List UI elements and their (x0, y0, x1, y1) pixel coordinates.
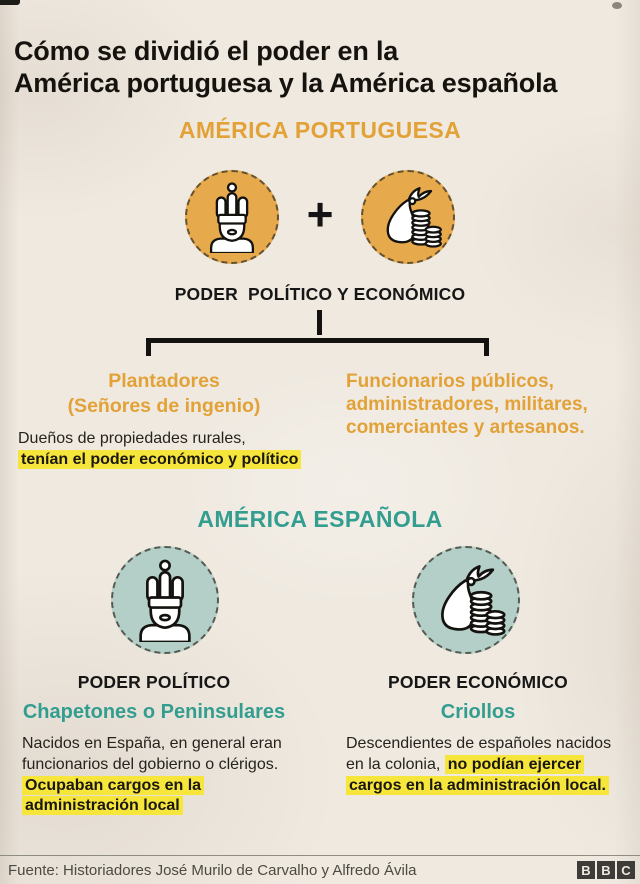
plus-sign: + (306, 188, 334, 240)
portuguese-icons-row: + (0, 170, 640, 264)
criollos-description: Descendientes de españoles nacidos en la… (346, 734, 616, 796)
texture-corner-mark (0, 0, 20, 5)
plantadores-heading: Plantadores (Señores de ingenio) (12, 369, 316, 420)
king-icon (184, 170, 279, 264)
texture-dot (612, 2, 622, 9)
political-power-label: PODER POLÍTICO (77, 672, 231, 692)
page-title-line2: América portuguesa y la América española (14, 67, 558, 98)
page-title-line1: Cómo se dividió el poder en la (14, 36, 399, 67)
portuguese-left-column: Plantadores (Señores de ingenio) Dueños … (12, 369, 316, 471)
chapetones-description-normal: Nacidos en España, en general eran funci… (22, 735, 282, 773)
criollos-description-normal: Descendientes de españoles nacidos en la… (346, 735, 612, 773)
bbc-logo-letter: B (577, 861, 595, 879)
spanish-right-column: PODER ECONÓMICO Criollos Descendientes d… (330, 672, 626, 796)
plantadores-heading-line1: Plantadores (108, 370, 220, 392)
king-icon-graphic (139, 559, 191, 642)
section-heading-spanish-america: AMÉRICA ESPAÑOLA (197, 506, 443, 532)
portuguese-power-label: PODER POLÍTICO Y ECONÓMICO (174, 284, 466, 304)
money-bag-icon-graphic (387, 187, 443, 248)
chapetones-description-highlight: Ocupaban cargos en la administración loc… (22, 775, 205, 816)
money-bag-icon-spanish (412, 546, 520, 654)
tree-stem (317, 310, 322, 335)
king-icon-graphic (209, 182, 254, 253)
page-title: Cómo se dividió el poder en la América p… (14, 36, 557, 99)
bbc-logo: B B C (577, 861, 635, 879)
chapetones-heading: Chapetones o Peninsulares (22, 701, 286, 723)
money-bag-icon-graphic (441, 565, 506, 636)
economic-power-label: PODER ECONÓMICO (388, 672, 568, 692)
plantadores-heading-line2: (Señores de ingenio) (67, 395, 261, 418)
chapetones-description: Nacidos en España, en general eran funci… (22, 734, 292, 817)
footer-divider (0, 855, 640, 856)
plantadores-description: Dueños de propiedades rurales, tenían el… (12, 428, 316, 471)
section-heading-portuguese-america: AMÉRICA PORTUGUESA (178, 117, 462, 143)
bbc-logo-letter: B (597, 861, 615, 879)
money-bag-icon (361, 170, 456, 264)
plantadores-description-normal: Dueños de propiedades rurales, (18, 429, 246, 447)
tree-bracket (146, 338, 489, 356)
criollos-heading: Criollos (440, 701, 516, 723)
spanish-left-column: PODER POLÍTICO Chapetones o Peninsulares… (6, 672, 302, 817)
bbc-logo-letter: C (617, 861, 635, 879)
source-credit: Fuente: Historiadores José Murilo de Car… (8, 862, 417, 879)
portuguese-right-column: Funcionarios públicos, administradores, … (346, 370, 636, 440)
funcionarios-text: Funcionarios públicos, administradores, … (346, 371, 588, 439)
king-icon-spanish (111, 546, 219, 654)
plantadores-description-highlight: tenían el poder económico y político (18, 450, 302, 470)
